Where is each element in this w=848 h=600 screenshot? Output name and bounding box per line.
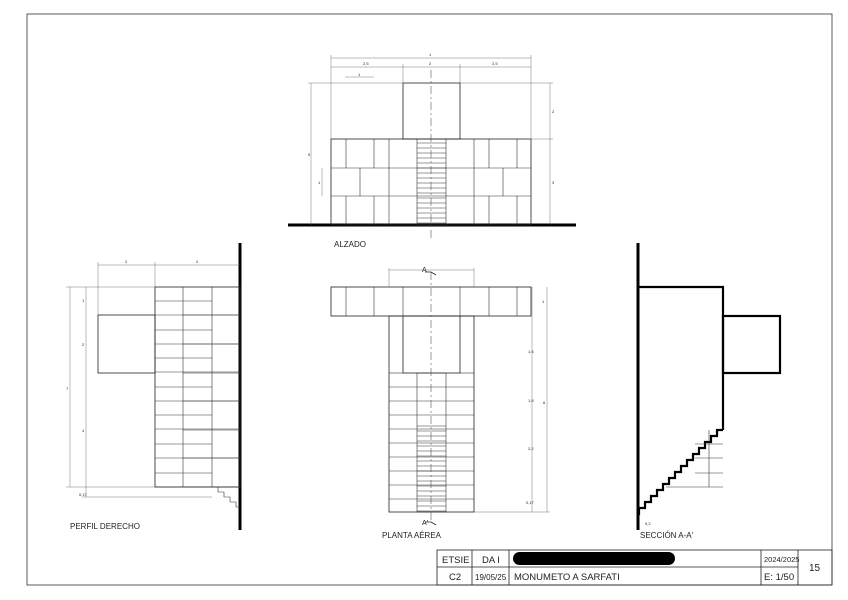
elevation-dim-h-upper: 2 <box>552 109 555 114</box>
plan-dim-d1: 1 <box>542 299 545 304</box>
plan-stair <box>416 372 447 513</box>
side-dim-w2: 2 <box>196 259 199 264</box>
title-block-scale: E: 1/50 <box>764 572 794 583</box>
elevation-stair <box>416 138 447 226</box>
elevation-upper-block <box>402 82 461 140</box>
title-block-group: C2 <box>449 572 461 583</box>
title-block-school: ETSIE <box>442 555 469 566</box>
title-block-course: DA I <box>482 555 500 566</box>
title-block-title: MONUMETO A SARFATI <box>514 572 620 583</box>
plan-label: PLANTA AÉREA <box>382 531 442 540</box>
redacted-name <box>513 552 675 565</box>
elevation-dim-center: 2 <box>429 61 432 66</box>
side-block <box>97 314 156 374</box>
plan-dim-total: 6 <box>543 400 546 405</box>
side-view: 2 2 7 1 2 4 0,17 PERFIL DERECHO <box>66 243 242 531</box>
plan-section-mark: A <box>422 267 427 274</box>
section-dim-step: 0,2 <box>645 521 651 526</box>
section-upper-block <box>721 314 782 375</box>
side-dim-w1: 2 <box>125 259 128 264</box>
elevation-view: 1 2,5 2 2,5 1 5 1 2 3 ALZADO <box>288 52 576 249</box>
sheet-frame <box>26 13 833 586</box>
section-view: 0,2 SECCIÓN A-A' <box>636 243 782 540</box>
side-dim-h-step: 0,17 <box>79 492 88 497</box>
side-dim-h-4: 4 <box>82 428 85 433</box>
elevation-dim-left: 2,5 <box>363 61 369 66</box>
section-steps <box>637 428 723 516</box>
plan-dim-d2: 1,5 <box>528 349 534 354</box>
plan-view: A A' 1 1,5 1,8 6 2,2 0,17 PLANTA AÉREA <box>330 267 550 540</box>
elevation-label: ALZADO <box>334 240 366 249</box>
side-dim-h-total: 7 <box>66 386 69 391</box>
title-block-date: 19/05/25 <box>475 573 507 582</box>
plan-section-mark-bottom: A' <box>422 520 428 527</box>
elevation-dim-small: 1 <box>358 72 361 77</box>
title-block-sheet-number: 15 <box>809 563 821 574</box>
elevation-dim-h-row: 1 <box>318 180 321 185</box>
elevation-dim-total: 1 <box>429 52 432 57</box>
side-steps <box>212 486 240 508</box>
side-dim-h-top: 1 <box>82 298 85 303</box>
plan-inner-block <box>402 315 461 374</box>
title-block-year: 2024/2025 <box>764 555 799 564</box>
side-dim-h-2: 2 <box>82 342 85 347</box>
elevation-dim-h-total: 5 <box>308 152 311 157</box>
section-label: SECCIÓN A-A' <box>640 531 694 540</box>
side-label: PERFIL DERECHO <box>70 522 140 531</box>
elevation-dim-h-lower: 3 <box>552 180 555 185</box>
plan-stem <box>388 315 475 513</box>
title-block: ETSIE DA I 2024/2025 15 C2 19/05/25 MONU… <box>436 549 833 586</box>
plan-dim-d5: 0,17 <box>526 500 535 505</box>
plan-dim-d3: 1,8 <box>528 398 534 403</box>
plan-dim-d4: 2,2 <box>528 446 534 451</box>
elevation-dim-right: 2,5 <box>492 61 498 66</box>
section-outline <box>638 285 725 430</box>
